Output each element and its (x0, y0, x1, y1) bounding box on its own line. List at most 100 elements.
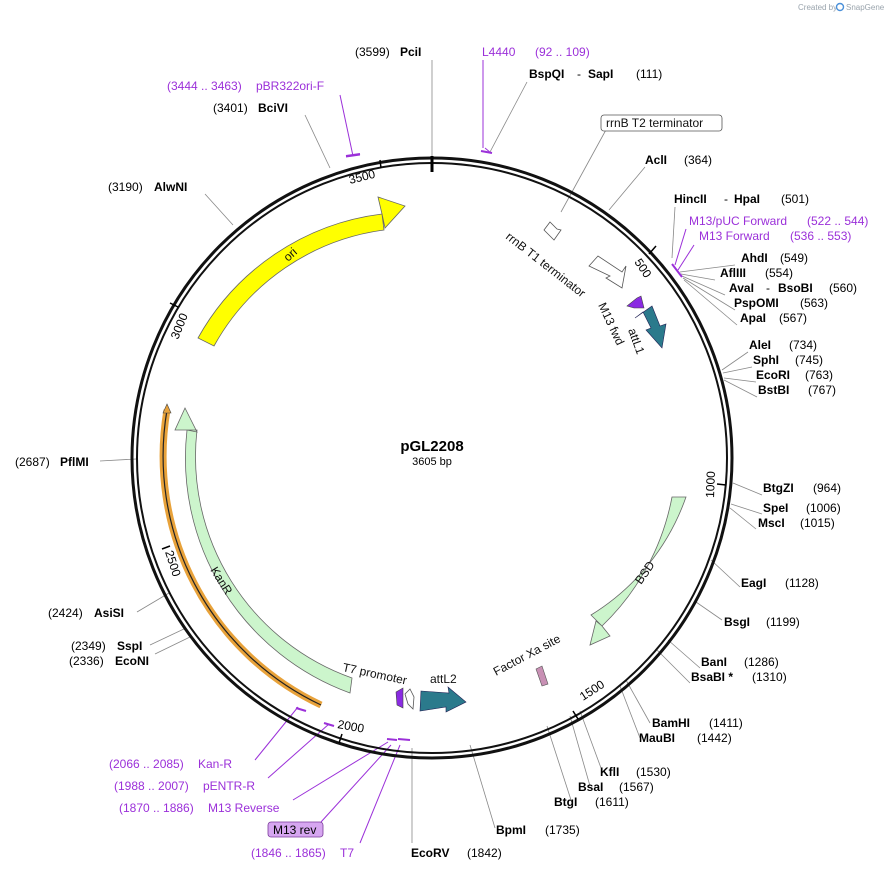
enzyme-name-bcivi[interactable]: BciVI (258, 101, 288, 115)
enzyme-pos-alei: (734) (789, 338, 817, 352)
enzyme-sep-avai: - (766, 281, 770, 295)
enzyme-name-eagi[interactable]: EagI (741, 576, 766, 590)
primer-range-m13fwd: (536 .. 553) (790, 229, 851, 243)
watermark-created-by: Created by (798, 3, 837, 12)
enzyme-pos-bamhi: (1411) (709, 716, 743, 730)
enzyme-name-bstbi[interactable]: BstBI (758, 383, 789, 397)
enzyme-name-maubi[interactable]: MauBI (639, 731, 675, 745)
enzyme-name-btgi[interactable]: BtgI (554, 795, 577, 809)
feature-m13rev-small[interactable] (395, 687, 404, 709)
feature-label-rrnbt1: rrnB T1 terminator (503, 229, 588, 300)
tick-label-3500: 3500 (347, 167, 377, 187)
primer-name-m13reverse[interactable]: M13 Reverse (208, 801, 280, 815)
feature-kanr[interactable] (174, 407, 353, 694)
enzyme-name-bamhi[interactable]: BamHI (652, 716, 690, 730)
m13rev-callout[interactable]: M13 rev (267, 821, 324, 838)
enzyme-name-sphi[interactable]: SphI (753, 353, 779, 367)
feature-ori[interactable] (197, 196, 406, 347)
enzyme-name-pflmi[interactable]: PflMI (60, 455, 89, 469)
enzyme-name-apai[interactable]: ApaI (740, 311, 766, 325)
primer-range-m13puc: (522 .. 544) (807, 214, 868, 228)
enzyme-name-bsgi[interactable]: BsgI (724, 615, 750, 629)
enzyme-pos-btgi: (1611) (595, 795, 629, 809)
feature-label-m13rev: M13 rev (273, 823, 316, 837)
feature-bsd[interactable] (589, 496, 687, 646)
plasmid-length: 3605 bp (412, 456, 452, 468)
enzyme-name-bspqi[interactable]: BspQI (529, 67, 564, 81)
enzyme-pos-bsai: (1567) (619, 780, 654, 794)
tick-label-1000: 1000 (703, 471, 718, 498)
enzyme-pos-afliii: (554) (765, 266, 793, 280)
enzyme-name-acli[interactable]: AclI (645, 153, 667, 167)
primer-name-kanr[interactable]: Kan-R (198, 757, 232, 771)
primer-range-kanr: (2066 .. 2085) (109, 757, 184, 771)
enzyme-name-avai[interactable]: AvaI (729, 281, 754, 295)
primer-leader-lines (254, 60, 695, 844)
enzyme-pos-pspomi: (563) (800, 296, 828, 310)
enzyme-pos-msci: (1015) (800, 516, 835, 530)
enzyme-pos-sspi: (2349) (71, 639, 106, 653)
enzyme-pos-kfli: (1530) (636, 765, 671, 779)
enzyme-pos-eagi: (1128) (785, 576, 819, 590)
enzyme-name-pcii[interactable]: PciI (400, 45, 421, 59)
leader-lines (99, 60, 763, 843)
enzyme-name-alwni[interactable]: AlwNI (154, 180, 187, 194)
enzyme-pos-bani: (1286) (744, 655, 779, 669)
primer-name-pbr322ori[interactable]: pBR322ori-F (256, 79, 324, 93)
enzyme-name-econi[interactable]: EcoNI (115, 654, 149, 668)
enzyme-name-sapi[interactable]: SapI (588, 67, 613, 81)
primer-name-t7[interactable]: T7 (340, 846, 354, 860)
enzyme-name-bsobi[interactable]: BsoBI (778, 281, 813, 295)
enzyme-pos-bcivi: (3401) (213, 101, 248, 115)
enzyme-name-spei[interactable]: SpeI (763, 501, 788, 515)
feature-rrnbt2[interactable] (543, 221, 562, 241)
enzyme-name-sspi[interactable]: SspI (117, 639, 142, 653)
primer-name-pentr[interactable]: pENTR-R (203, 779, 255, 793)
feature-attl1[interactable] (634, 305, 667, 349)
enzyme-name-kfli[interactable]: KflI (600, 765, 619, 779)
enzyme-name-ecorv[interactable]: EcoRV (411, 846, 449, 860)
enzyme-pos-maubi: (1442) (697, 731, 732, 745)
enzyme-name-msci[interactable]: MscI (758, 516, 785, 530)
enzyme-pos-avai: (560) (829, 281, 857, 295)
enzyme-pos-spei: (1006) (806, 501, 841, 515)
feature-m13fwd[interactable] (626, 295, 645, 309)
primer-markers (295, 150, 683, 741)
plasmid-name: pGL2208 (400, 438, 463, 455)
enzyme-name-asisi[interactable]: AsiSI (94, 606, 124, 620)
enzyme-pos-hincii: (501) (781, 192, 809, 206)
enzyme-name-ecori[interactable]: EcoRI (756, 368, 790, 382)
enzyme-pos-sphi: (745) (795, 353, 823, 367)
primer-name-m13puc[interactable]: M13/pUC Forward (689, 214, 787, 228)
enzyme-name-afliii[interactable]: AflIII (720, 266, 746, 280)
primer-range-l4440: (92 .. 109) (535, 45, 590, 59)
primer-name-m13fwd[interactable]: M13 Forward (699, 229, 770, 243)
enzyme-pos-bstbi: (767) (808, 383, 836, 397)
enzyme-sep-bspqi: - (577, 67, 581, 81)
enzyme-name-btgzi[interactable]: BtgZI (763, 481, 794, 495)
feature-label-bsd: BSD (632, 558, 658, 587)
enzyme-sep-hincii: - (724, 192, 728, 206)
enzyme-name-bsabi[interactable]: BsaBI * (691, 670, 733, 684)
enzyme-name-hpai[interactable]: HpaI (734, 192, 760, 206)
enzyme-pos-ecori: (763) (805, 368, 833, 382)
enzyme-name-bpmi[interactable]: BpmI (496, 823, 526, 837)
tick-marks (161, 159, 727, 744)
feature-label-rrnbt2: rrnB T2 terminator (606, 116, 703, 130)
enzyme-pos-bspqi: (111) (636, 67, 662, 81)
enzyme-pos-ahdi: (549) (780, 251, 808, 265)
enzyme-name-pspomi[interactable]: PspOMI (734, 296, 779, 310)
watermark-brand: SnapGene (846, 3, 885, 12)
enzyme-name-hincii[interactable]: HincII (674, 192, 707, 206)
feature-t7prom[interactable] (404, 688, 415, 710)
enzyme-name-bsai[interactable]: BsaI (578, 780, 603, 794)
enzyme-labels: (3599) PciI BspQI - SapI (111) AclI (364… (15, 45, 857, 860)
feature-attl2[interactable] (419, 686, 467, 713)
enzyme-name-alei[interactable]: AleI (749, 338, 771, 352)
primer-name-l4440[interactable]: L4440 (482, 45, 516, 59)
enzyme-name-ahdi[interactable]: AhdI (741, 251, 768, 265)
feature-factorxa[interactable] (535, 665, 549, 687)
feature-rrnbt1[interactable] (588, 255, 627, 289)
enzyme-name-bani[interactable]: BanI (701, 655, 727, 669)
